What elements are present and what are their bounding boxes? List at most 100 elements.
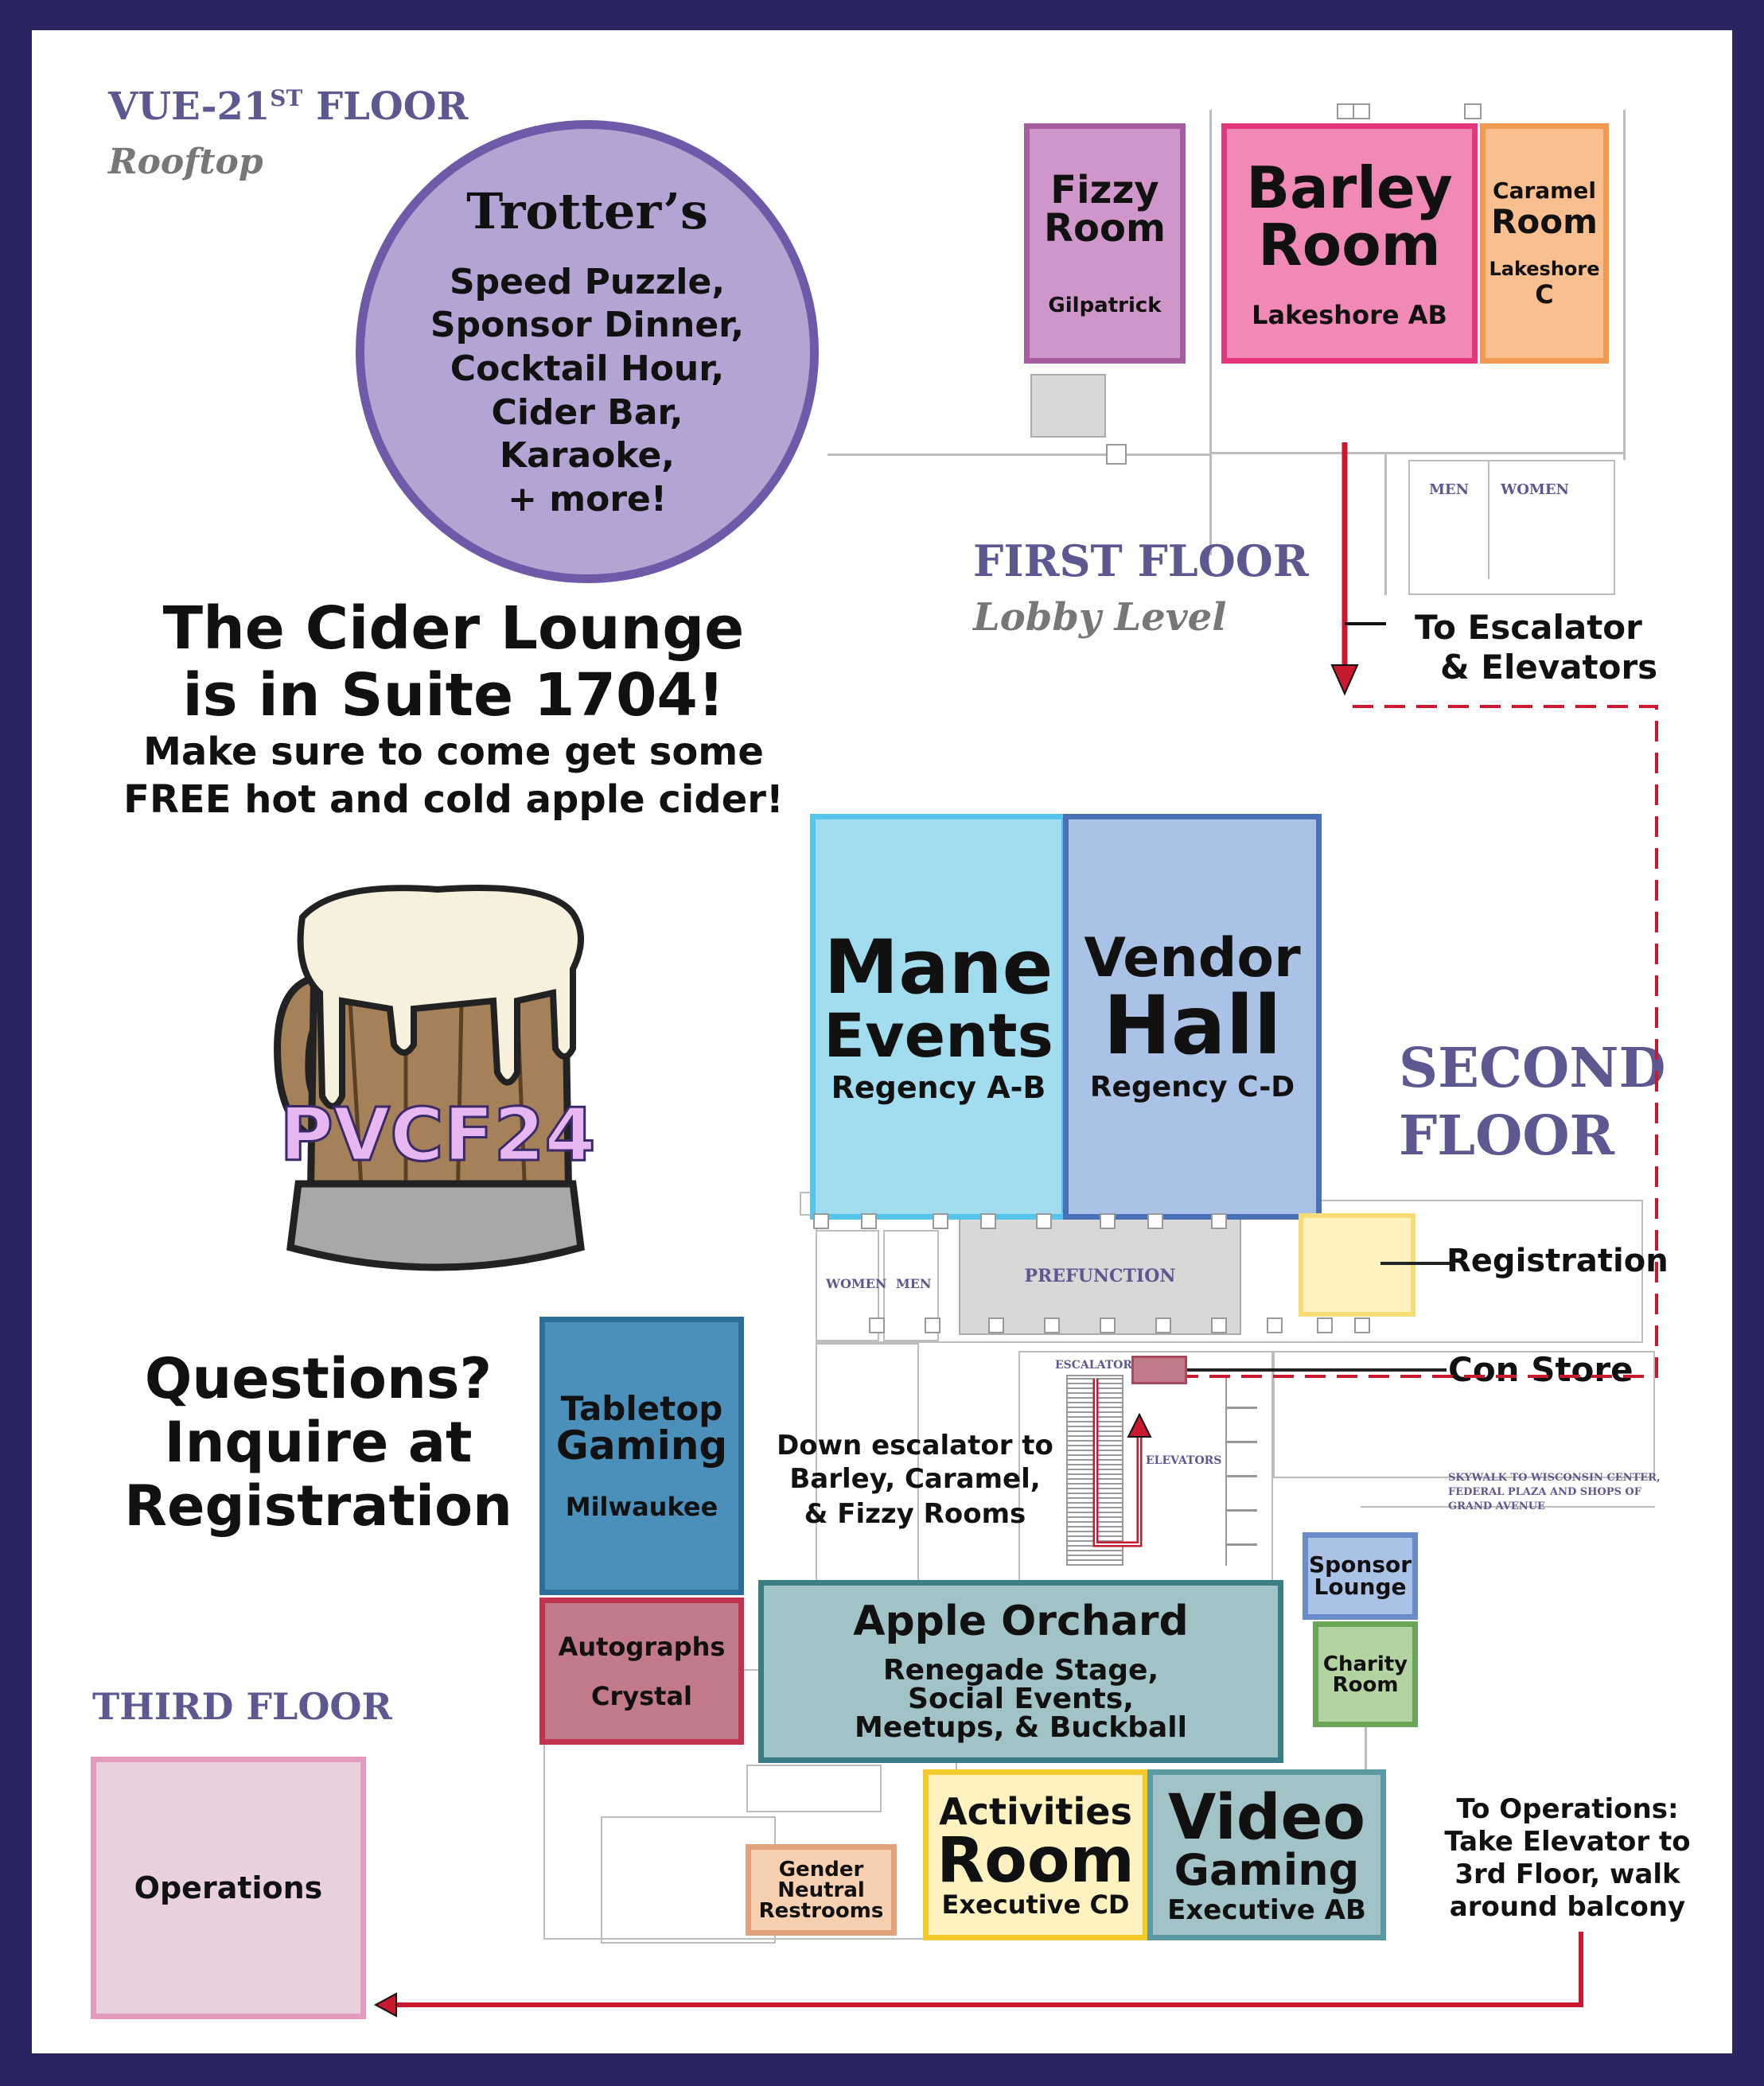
second-floor-label2: FLOOR <box>1399 1104 1615 1168</box>
elevator-shaft <box>1225 1375 1257 1566</box>
gender-name1: Gender <box>778 1857 864 1882</box>
to-escalator-label1: To Escalator <box>1415 608 1642 647</box>
first-floor-pillar <box>1106 444 1127 465</box>
cider-lounge-line2: is in Suite 1704! <box>182 661 725 730</box>
vendor-hall-room[interactable]: Vendor Hall Regency C-D <box>1063 814 1322 1220</box>
barley-name2: Room <box>1258 212 1441 278</box>
trotters-line: Cocktail Hour, <box>450 348 725 389</box>
con-store-area[interactable] <box>1131 1356 1187 1384</box>
to-operations-line3: 3rd Floor, walk <box>1454 1858 1680 1890</box>
second-floor-pillar <box>1100 1213 1116 1229</box>
tabletop-gaming-room[interactable]: Tabletop Gaming Milwaukee <box>539 1317 744 1595</box>
to-escalator-label2: & Elevators <box>1440 648 1658 687</box>
sponsor-lounge-room[interactable]: Sponsor Lounge <box>1303 1532 1418 1620</box>
first-floor-sub: Lobby Level <box>973 595 1227 640</box>
video-name2: Gaming <box>1174 1844 1360 1895</box>
caramel-name2: Room <box>1491 202 1598 241</box>
skywalk-line2: FEDERAL PLAZA AND SHOPS OF <box>1448 1486 1641 1498</box>
apple-sub3: Meetups, & Buckball <box>855 1711 1187 1744</box>
second-floor-pillar <box>988 1317 1004 1333</box>
fizzy-room[interactable]: Fizzy Room Gilpatrick <box>1024 123 1186 364</box>
prefunction-label: PREFUNCTION <box>1024 1266 1176 1286</box>
first-floor-wall <box>1607 452 1625 454</box>
operations-name: Operations <box>134 1870 323 1905</box>
to-operations-line4: around balcony <box>1449 1891 1686 1923</box>
second-floor-pillar <box>1267 1317 1283 1333</box>
down-escalator-line1: Down escalator to <box>777 1430 1053 1461</box>
first-floor-wall <box>1623 110 1626 460</box>
men-second-restroom <box>883 1230 939 1341</box>
registration-label: Registration <box>1447 1243 1669 1279</box>
charity-room[interactable]: Charity Room <box>1313 1621 1418 1727</box>
operations-room[interactable]: Operations <box>91 1757 366 2019</box>
first-floor-wall <box>1384 452 1387 595</box>
apple-sub2: Social Events, <box>908 1683 1134 1715</box>
second-floor-pillar <box>1211 1317 1227 1333</box>
first-women-label: WOMEN <box>1501 481 1569 498</box>
con-store-label: Con Store <box>1448 1350 1634 1389</box>
cider-mug-icon: PVCF24 <box>274 885 597 1271</box>
fizzy-sub: Gilpatrick <box>1048 294 1162 317</box>
second-floor-pillar <box>1317 1317 1333 1333</box>
first-floor-wall <box>1488 460 1489 579</box>
down-escalator-line3: & Fizzy Rooms <box>804 1498 1026 1530</box>
first-floor-wall <box>1209 452 1607 454</box>
trotters-title: Trotter’s <box>466 181 708 240</box>
trotters-circle[interactable]: Trotter’s Speed Puzzle, Sponsor Dinner, … <box>356 120 819 583</box>
autographs-room[interactable]: Autographs Crystal <box>539 1598 744 1745</box>
vendor-name2: Hall <box>1103 979 1282 1073</box>
to-escalator-arrow <box>1330 442 1386 696</box>
trotters-line: Karaoke, <box>499 435 676 477</box>
to-operations-line2: Take Elevator to <box>1444 1826 1691 1858</box>
second-floor-wall <box>1365 1727 1367 1799</box>
gender-name3: Restrooms <box>758 1898 884 1923</box>
second-floor-outline <box>746 1765 882 1812</box>
vendor-name1: Vendor <box>1084 927 1301 990</box>
first-men-label: MEN <box>1429 481 1470 498</box>
third-floor-label: THIRD FLOOR <box>92 1685 392 1728</box>
caramel-name1: Caramel <box>1493 177 1596 204</box>
tabletop-name1: Tabletop <box>560 1389 723 1428</box>
skywalk-line1: SKYWALK TO WISCONSIN CENTER, <box>1448 1472 1661 1484</box>
sponsor-name2: Lounge <box>1314 1574 1407 1600</box>
questions-line2: Inquire at <box>164 1410 473 1475</box>
apple-sub1: Renegade Stage, <box>882 1654 1159 1687</box>
map-page: VUE-21ST FLOOR Rooftop Trotter’s Speed P… <box>32 30 1732 2053</box>
charity-name1: Charity <box>1322 1652 1408 1676</box>
barley-room[interactable]: Barley Room Lakeshore AB <box>1221 123 1478 364</box>
cider-lounge-line3: Make sure to come get some <box>143 730 764 774</box>
video-gaming-room[interactable]: Video Gaming Executive AB <box>1147 1769 1386 1940</box>
down-escalator-line2: Barley, Caramel, <box>789 1463 1041 1495</box>
women-second-label: WOMEN <box>826 1276 887 1291</box>
first-floor-label: FIRST FLOOR <box>973 535 1309 586</box>
video-name1: Video <box>1167 1781 1366 1854</box>
activities-room[interactable]: Activities Room Executive CD <box>923 1769 1148 1940</box>
apple-orchard-room[interactable]: Apple Orchard Renegade Stage, Social Eve… <box>758 1580 1283 1763</box>
second-floor-wall <box>1361 1506 1655 1508</box>
sponsor-name1: Sponsor <box>1308 1551 1412 1578</box>
activities-name2: Room <box>937 1824 1135 1897</box>
vendor-sub: Regency C-D <box>1089 1071 1295 1103</box>
vue-floor-prefix: VUE-21 <box>108 84 271 129</box>
women-second-restroom <box>816 1230 879 1341</box>
vue-floor-sub: Rooftop <box>108 142 263 182</box>
con-store-leader-line <box>1187 1368 1447 1372</box>
first-floor-pillar <box>1353 103 1370 119</box>
gender-neutral-restrooms[interactable]: Gender Neutral Restrooms <box>746 1844 897 1936</box>
registration-area[interactable] <box>1299 1213 1415 1317</box>
men-second-label: MEN <box>896 1276 932 1291</box>
trotters-line: Speed Puzzle, <box>449 261 726 302</box>
questions-line1: Questions? <box>144 1346 493 1411</box>
second-floor-outline <box>1273 1351 1655 1478</box>
first-floor-pillar <box>1464 103 1482 119</box>
mug-text: PVCF24 <box>279 1092 595 1177</box>
second-floor-pillar <box>813 1213 829 1229</box>
second-floor-pillar <box>933 1213 948 1229</box>
dashed-route-line <box>1187 705 1658 1378</box>
second-floor-pillar <box>1100 1317 1116 1333</box>
second-floor-pillar <box>980 1213 996 1229</box>
gender-name2: Neutral <box>777 1878 865 1902</box>
caramel-room[interactable]: Caramel Room Lakeshore C <box>1480 123 1609 364</box>
skywalk-line3: GRAND AVENUE <box>1448 1500 1545 1512</box>
